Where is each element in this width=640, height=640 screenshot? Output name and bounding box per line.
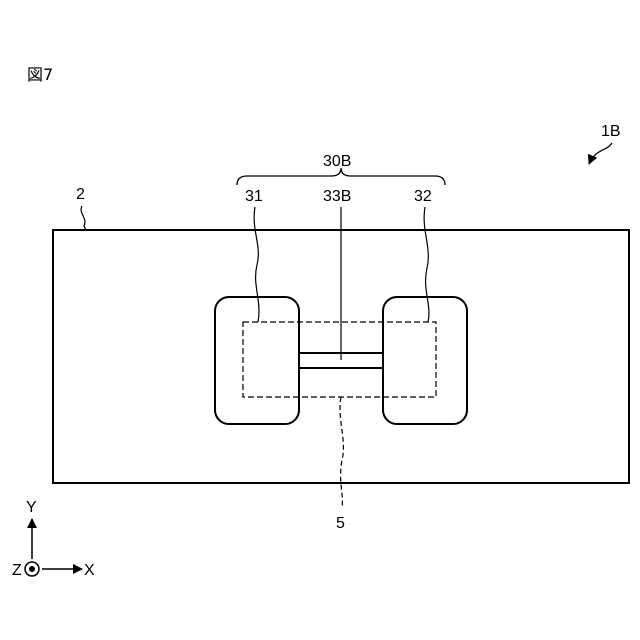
- right-pad: [383, 297, 467, 424]
- device-label: 1B: [601, 123, 621, 140]
- group-brace: [237, 168, 445, 185]
- dashed-region: [243, 322, 436, 397]
- group-label: 30B: [323, 153, 351, 170]
- region-leader-line: [340, 397, 343, 508]
- z-axis-dot: [29, 566, 35, 572]
- x-axis-label: X: [84, 562, 95, 579]
- substrate-leader-line: [81, 206, 86, 230]
- right-pad-leader-line: [424, 207, 429, 322]
- right-pad-label: 32: [414, 188, 432, 205]
- left-pad-leader-line: [254, 207, 259, 322]
- device-pointer-arrow: [589, 143, 612, 164]
- z-axis-label: Z: [12, 562, 22, 579]
- region-label: 5: [336, 515, 345, 532]
- substrate-label: 2: [76, 186, 85, 203]
- left-pad-label: 31: [245, 188, 263, 205]
- bridge-label: 33B: [323, 188, 351, 205]
- left-pad: [215, 297, 299, 424]
- y-axis-label: Y: [26, 499, 37, 516]
